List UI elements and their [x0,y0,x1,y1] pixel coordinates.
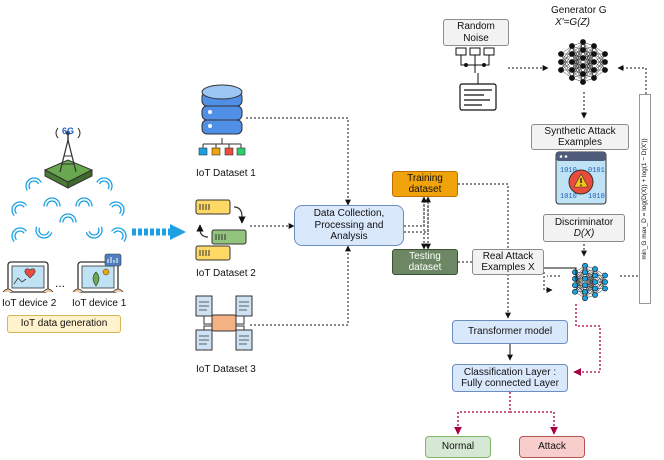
svg-text:1010: 1010 [560,193,577,201]
generator-network-icon [558,39,608,85]
classification-box: Classification Layer : Fully connected L… [452,364,568,392]
generation-label: IoT data generation [7,315,121,333]
dataset-2-label: IoT Dataset 2 [196,268,256,279]
generator-formula: X'=G(Z) [555,17,590,28]
document-network-icon [195,295,253,351]
generator-title: Generator G [551,5,607,16]
noise-sampler-icon [455,47,497,111]
real-examples-box: Real Attack Examples X [472,249,544,275]
attack-box: Attack [519,436,585,458]
synthetic-examples-box: Synthetic Attack Examples [531,124,629,150]
collection-box: Data Collection, Processing and Analysis [294,205,404,246]
testing-box: Testing dataset [392,249,458,275]
normal-box: Normal [425,436,491,458]
transformer-box: Transformer model [452,320,568,344]
iot-device-2-icon [2,261,54,293]
server-rack-icon [195,199,247,261]
svg-text:1010: 1010 [560,167,577,175]
dataset-1-label: IoT Dataset 1 [196,168,256,179]
training-box: Training dataset [392,171,458,197]
device-1-label: IoT device 1 [72,298,127,309]
random-noise-box: Random Noise [443,19,509,46]
iot-device-1-icon [72,253,124,293]
connector-lines-solid [507,267,577,361]
svg-text:1010: 1010 [588,193,605,201]
discriminator-formula: D(X) [573,228,595,239]
loss-formula: min_G max_D = log(D(X)) + log(1 − D(X')) [639,94,651,304]
discriminator-box: Discriminator D(X) [543,214,625,242]
wireless-signal-icons [11,177,127,242]
output-connectors [454,304,601,435]
network-label: 6G [61,125,74,136]
dataset-3-label: IoT Dataset 3 [196,364,256,375]
discriminator-title: Discriminator [554,216,614,228]
synthetic-attack-icon: 1010 0101 1010 1010 [555,151,607,205]
data-flow-arrow [132,224,186,240]
database-icon [198,84,246,156]
discriminator-network-icon [572,262,608,302]
svg-text:0101: 0101 [588,167,605,175]
cell-tower-icon [43,127,94,189]
ellipsis: ... [55,276,66,290]
connector-lines [246,65,647,326]
device-2-label: IoT device 2 [2,298,57,309]
